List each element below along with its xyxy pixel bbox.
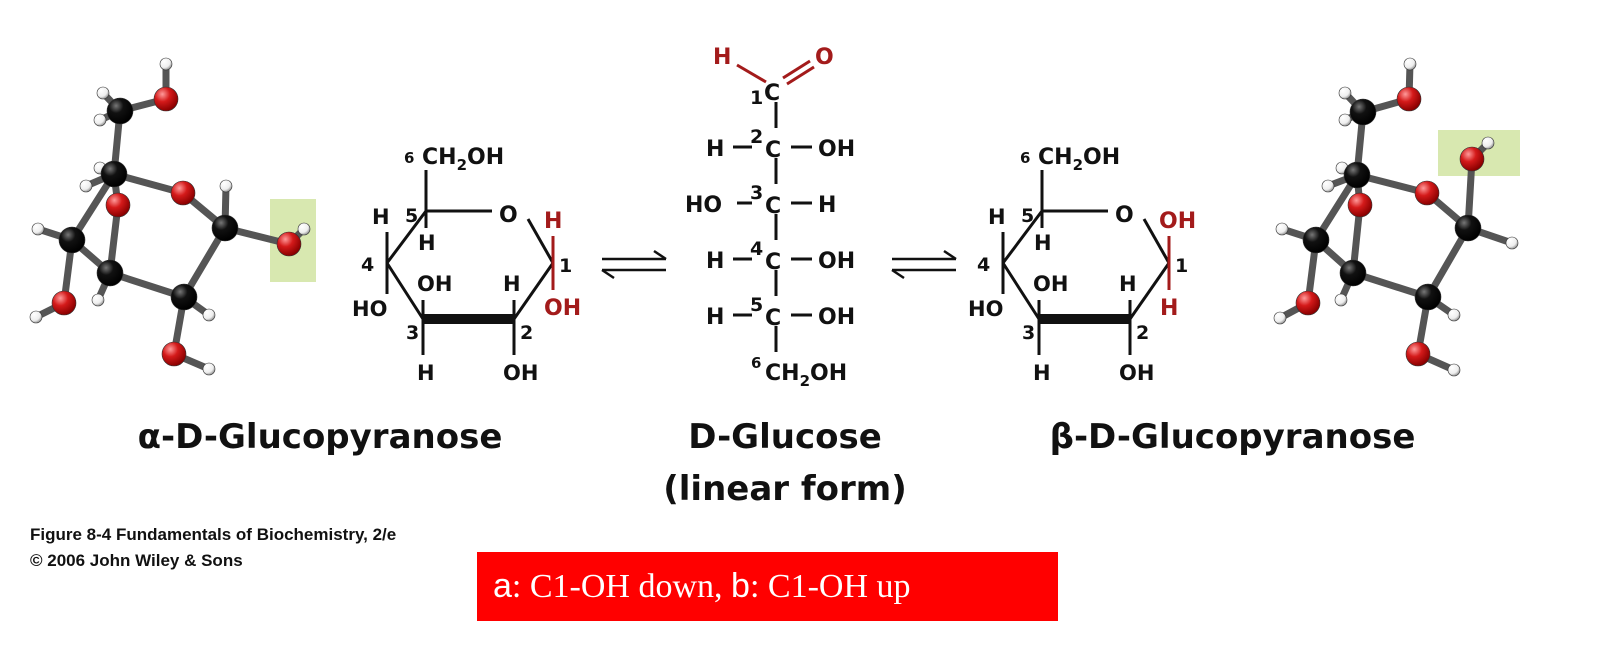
linear-c4-number: 4: [750, 238, 763, 260]
linear-c4-h: H: [706, 249, 724, 274]
beta-glucopyranose-title: β-D-Glucopyranose: [1049, 417, 1416, 457]
linear-c5-number: 5: [750, 294, 763, 316]
alpha-c5-number: 5: [405, 205, 418, 227]
linear-c4-oh: OH: [818, 249, 855, 274]
linear-c5-h: H: [706, 305, 724, 330]
alpha-ch2oh-label: CH2OH: [422, 145, 504, 174]
beta-c3-h: H: [1033, 361, 1051, 385]
d-glucose-title: D-Glucose: [688, 417, 882, 457]
linear-c6-ch2oh: CH2OH: [765, 361, 847, 390]
alpha-glucopyranose-title: α-D-Glucopyranose: [137, 417, 503, 457]
linear-c2: C: [765, 138, 781, 163]
equilibrium-arrow-left: [601, 249, 667, 280]
linear-c2-number: 2: [750, 126, 763, 148]
beta-c2-oh: OH: [1119, 361, 1154, 385]
beta-ball-stick-model: [1273, 57, 1520, 377]
equilibrium-arrow-right: [891, 249, 957, 280]
beta-c2-number: 2: [1136, 322, 1149, 344]
linear-aldehyde-h: H: [713, 45, 731, 70]
alpha-haworth-structure: 6 CH2OH O 5 H H 4 OH H HO 3 2 H OH 1 H O…: [352, 145, 581, 385]
linear-c6-number: 6: [751, 354, 761, 372]
alpha-c1-h: H: [544, 209, 562, 234]
copyright-line: © 2006 John Wiley & Sons: [30, 551, 243, 570]
beta-c5-h: H: [1034, 231, 1052, 255]
beta-c4-number: 4: [977, 254, 990, 276]
alpha-c4-h: H: [372, 205, 390, 229]
alpha-c2-number: 2: [520, 322, 533, 344]
linear-c2-h: H: [706, 137, 724, 162]
alpha-c4-number: 4: [361, 254, 374, 276]
beta-c3-oh: OH: [1033, 272, 1068, 296]
note-a-letter: a: [493, 567, 512, 605]
linear-c1: C: [764, 81, 780, 106]
alpha-c2-oh: OH: [503, 361, 538, 385]
alpha-c1-number: 1: [559, 255, 572, 277]
note-b-text: : C1-OH up: [749, 568, 911, 605]
alpha-c5-h: H: [418, 231, 436, 255]
beta-ch2oh-label: CH2OH: [1038, 145, 1120, 174]
beta-c4-h: H: [988, 205, 1006, 229]
linear-c5-oh: OH: [818, 305, 855, 330]
linear-c3-ho: HO: [685, 193, 722, 218]
alpha-ring-oxygen: O: [499, 203, 518, 228]
linear-form-subtitle: (linear form): [663, 469, 907, 509]
note-a-text: : C1-OH down,: [511, 568, 732, 605]
alpha-c2-h: H: [503, 272, 521, 296]
beta-ring-oxygen: O: [1115, 203, 1134, 228]
beta-c3-number: 3: [1022, 322, 1035, 344]
linear-c4: C: [765, 250, 781, 275]
alpha-c3-number: 3: [406, 322, 419, 344]
linear-c1-number: 1: [750, 87, 763, 109]
linear-c3: C: [765, 194, 781, 219]
beta-c1-oh: OH: [1159, 209, 1196, 234]
beta-haworth-structure: 6 CH2OH O 5 H H 4 OH H HO 3 2 H OH 1 OH …: [968, 145, 1196, 385]
beta-c1-h: H: [1160, 296, 1178, 321]
linear-c3-number: 3: [750, 182, 763, 204]
beta-c2-h: H: [1119, 272, 1137, 296]
alpha-c6-number: 6: [404, 149, 414, 167]
anomer-note-box: a: C1-OH down, b: C1-OH up: [477, 552, 1058, 621]
note-b-letter: b: [731, 567, 750, 605]
linear-c3-h: H: [818, 193, 836, 218]
beta-c1-number: 1: [1175, 255, 1188, 277]
alpha-c4-ho: HO: [352, 297, 387, 321]
figure-caption: Figure 8-4 Fundamentals of Biochemistry,…: [30, 525, 397, 544]
beta-c4-ho: HO: [968, 297, 1003, 321]
beta-c5-number: 5: [1021, 205, 1034, 227]
alpha-c3-oh: OH: [417, 272, 452, 296]
linear-aldehyde-o: O: [815, 45, 834, 70]
linear-c2-oh: OH: [818, 137, 855, 162]
linear-c5: C: [765, 306, 781, 331]
alpha-c3-h: H: [417, 361, 435, 385]
linear-glucose-structure: H O 1 C H 2 C OH HO 3 C H H 4 C OH H 5 C…: [685, 45, 855, 390]
beta-c6-number: 6: [1020, 149, 1030, 167]
alpha-ball-stick-model: [29, 57, 316, 376]
alpha-c1-oh: OH: [544, 296, 581, 321]
